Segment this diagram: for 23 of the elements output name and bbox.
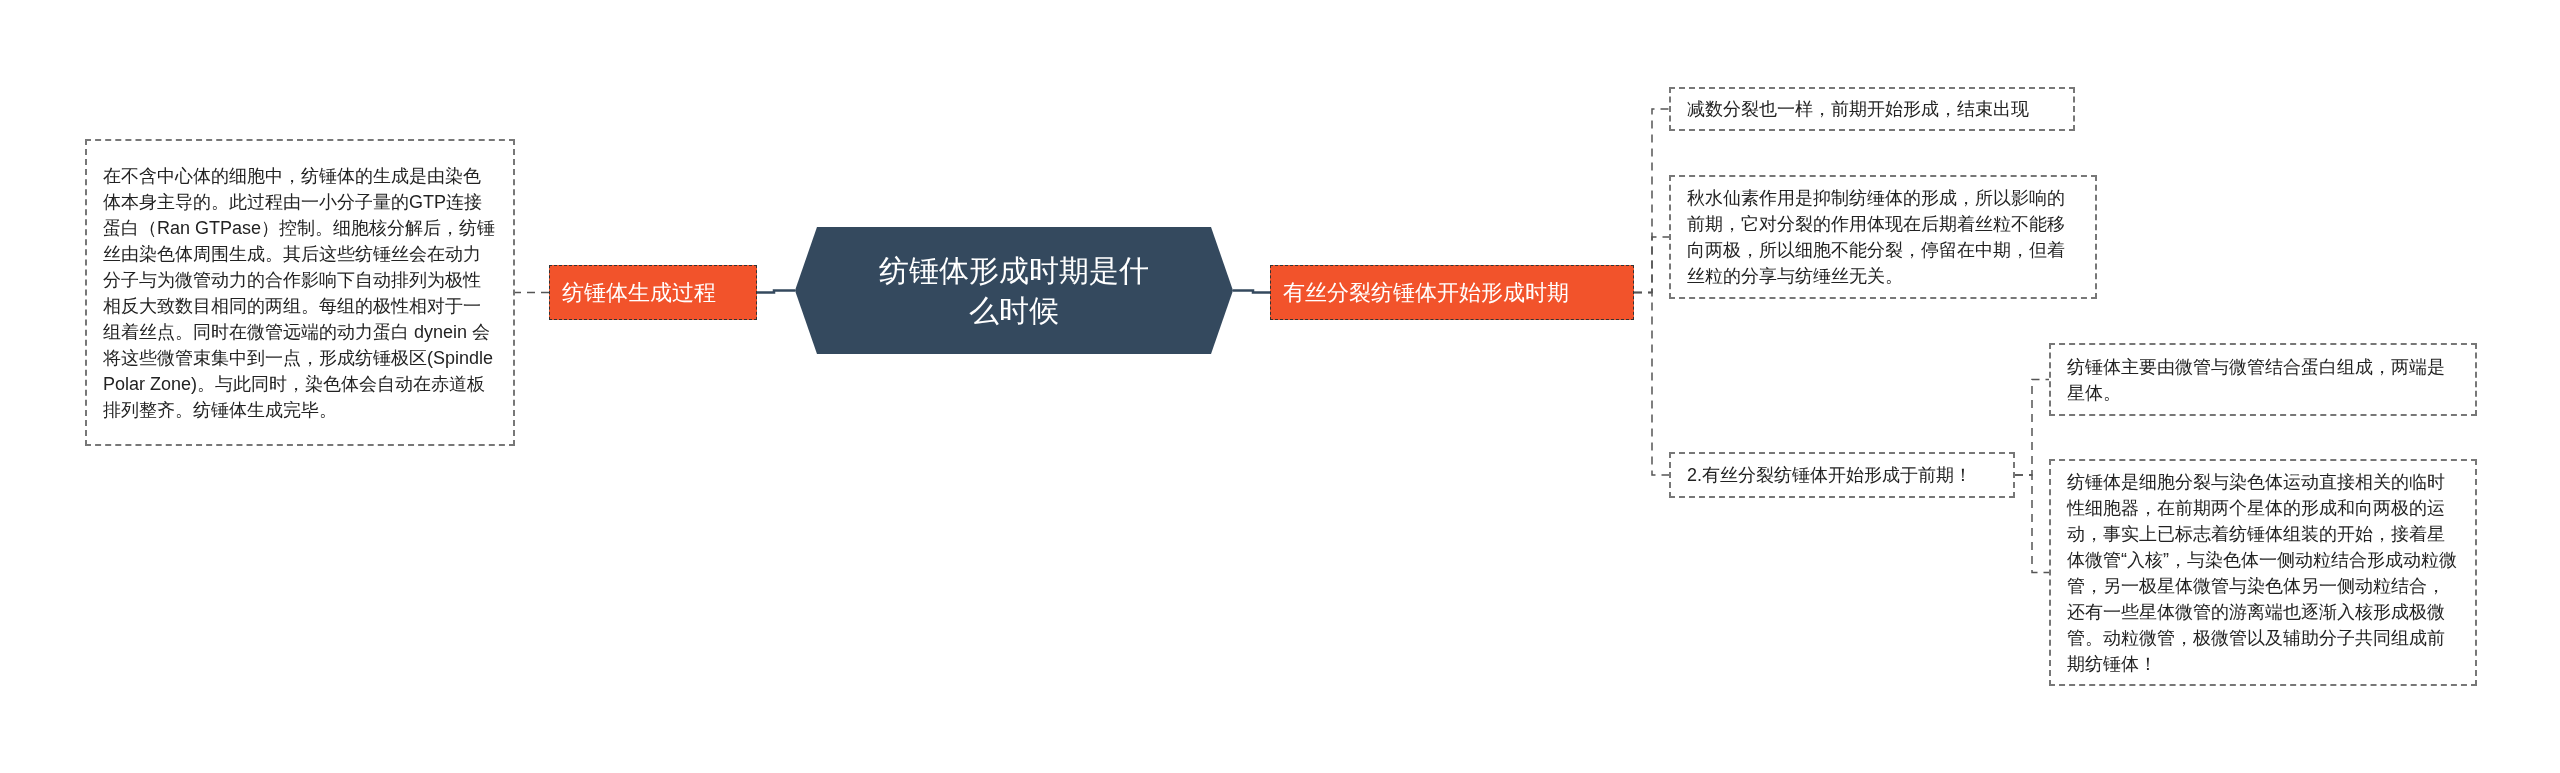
node-text: 纺锤体生成过程 xyxy=(562,279,717,307)
node-text: 纺锤体是细胞分裂与染色体运动直接相关的临时性细胞器，在前期两个星体的形成和向两极的运动，事实上已标志着纺锤体组装的开始，接着星体微管“入核”，与染色体一侧动粒结合形成动粒微管，另一极星体微管与染色体另一侧动粒结合，还有一些星体微管的游离端也逐渐入核形成极微管。动粒微管，极微管以及辅助分子共同组成前期纺锤体！ xyxy=(2067,470,2458,676)
node-text: 在不含中心体的细胞中，纺锤体的生成是由染色体本身主导的。此过程由一小分子量的GTP连接蛋白（Ran GTPase）控制。细胞核分解后，纺锤丝由染色体周围生成。其后这些纺锤丝会在动力分子与为微管动力的合作影响下自动排列为极性相反大致数目相同的两组。每组的极性相对于一组着丝点。同时在微管远端的动力蛋白 dynein 会将这些微管束集中到一点，形成纺锤极区(Spindle Polar Zone)。与此同时，染色体会自动在赤道板排列整齐。纺锤体生成完毕。 xyxy=(103,164,497,422)
connector-line xyxy=(1633,291,1670,476)
connector-line xyxy=(757,289,795,294)
note-box xyxy=(2049,459,2477,686)
note-box xyxy=(2049,343,2477,416)
node-text: 减数分裂也一样，前期开始形成，结束出现 xyxy=(1687,98,2030,121)
node-text: 秋水仙素作用是抑制纺缍体的形成，所以影响的前期，它对分裂的作用体现在后期着丝粒不能移向两极，所以细胞不能分裂，停留在中期，但着丝粒的分享与纺缍丝无关。 xyxy=(1687,187,2066,288)
note-box xyxy=(1669,175,2097,299)
node-text: 2.有丝分裂纺锤体开始形成于前期！ xyxy=(1687,464,1973,487)
note-box xyxy=(85,139,515,446)
note-box xyxy=(1669,452,2015,498)
central-topic-hexagon xyxy=(795,227,1233,354)
connector-line xyxy=(1233,289,1270,294)
node-text: 纺锤体主要由微管与微管结合蛋白组成，两端是星体。 xyxy=(2067,355,2446,405)
note-box xyxy=(1669,87,2075,131)
node-text: 有丝分裂纺锤体开始形成时期 xyxy=(1283,279,1570,307)
topic-box xyxy=(1270,265,1634,320)
node-text: 纺锤体形成时期是什么时候 xyxy=(878,252,1150,329)
topic-box xyxy=(549,265,757,320)
connector-line xyxy=(2014,474,2050,574)
connector-line xyxy=(514,291,550,294)
